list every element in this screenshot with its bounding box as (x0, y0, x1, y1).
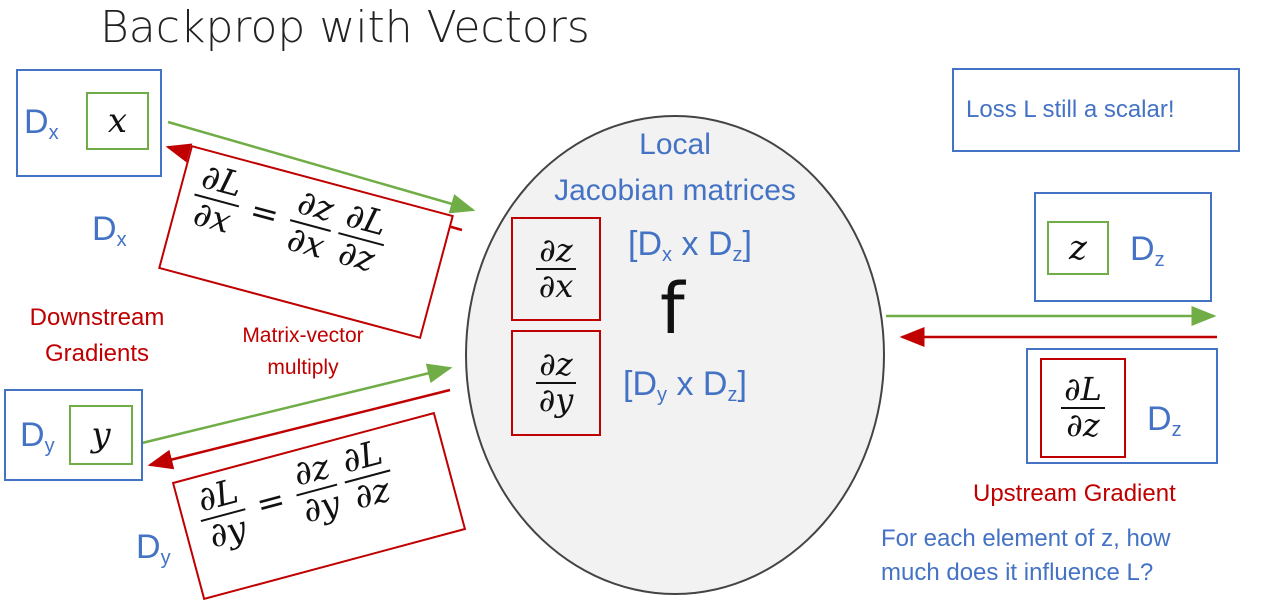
z-dim-label: Dz (1130, 230, 1165, 271)
upstream-gradient-label: Upstream Gradient (973, 480, 1176, 507)
y-input-box (4, 389, 143, 481)
x-forward-arrow (167, 120, 476, 214)
x-input-box (16, 69, 162, 177)
z-output-box (1034, 192, 1212, 302)
jacobian-dz-dy-box: ∂z∂y (511, 330, 601, 436)
y-backward-arrow (147, 388, 451, 470)
jacobian-x-dims: [Dx x Dz] (628, 225, 752, 266)
upstream-gradient-box (1026, 348, 1218, 464)
x-gradient-dim-label: Dx (92, 210, 127, 251)
jacobian-dz-dx-box: ∂z∂x (511, 217, 601, 321)
x-variable: x (86, 92, 149, 150)
y-forward-arrow (141, 363, 453, 445)
page-title: Backprop with Vectors (100, 2, 590, 53)
upstream-dim-label: Dz (1147, 400, 1182, 441)
jacobian-y-dims: [Dy x Dz] (623, 365, 747, 406)
z-variable: z (1047, 221, 1109, 275)
y-gradient-dim-label: Dy (136, 528, 171, 569)
y-variable: y (69, 405, 133, 465)
upstream-dL-dz-box: ∂L∂z (1040, 358, 1126, 458)
function-f-label: f (660, 268, 685, 350)
y-dim-label: Dy (20, 416, 55, 457)
loss-scalar-note: Loss L still a scalar! (952, 68, 1240, 152)
x-dim-label: Dx (24, 103, 59, 144)
